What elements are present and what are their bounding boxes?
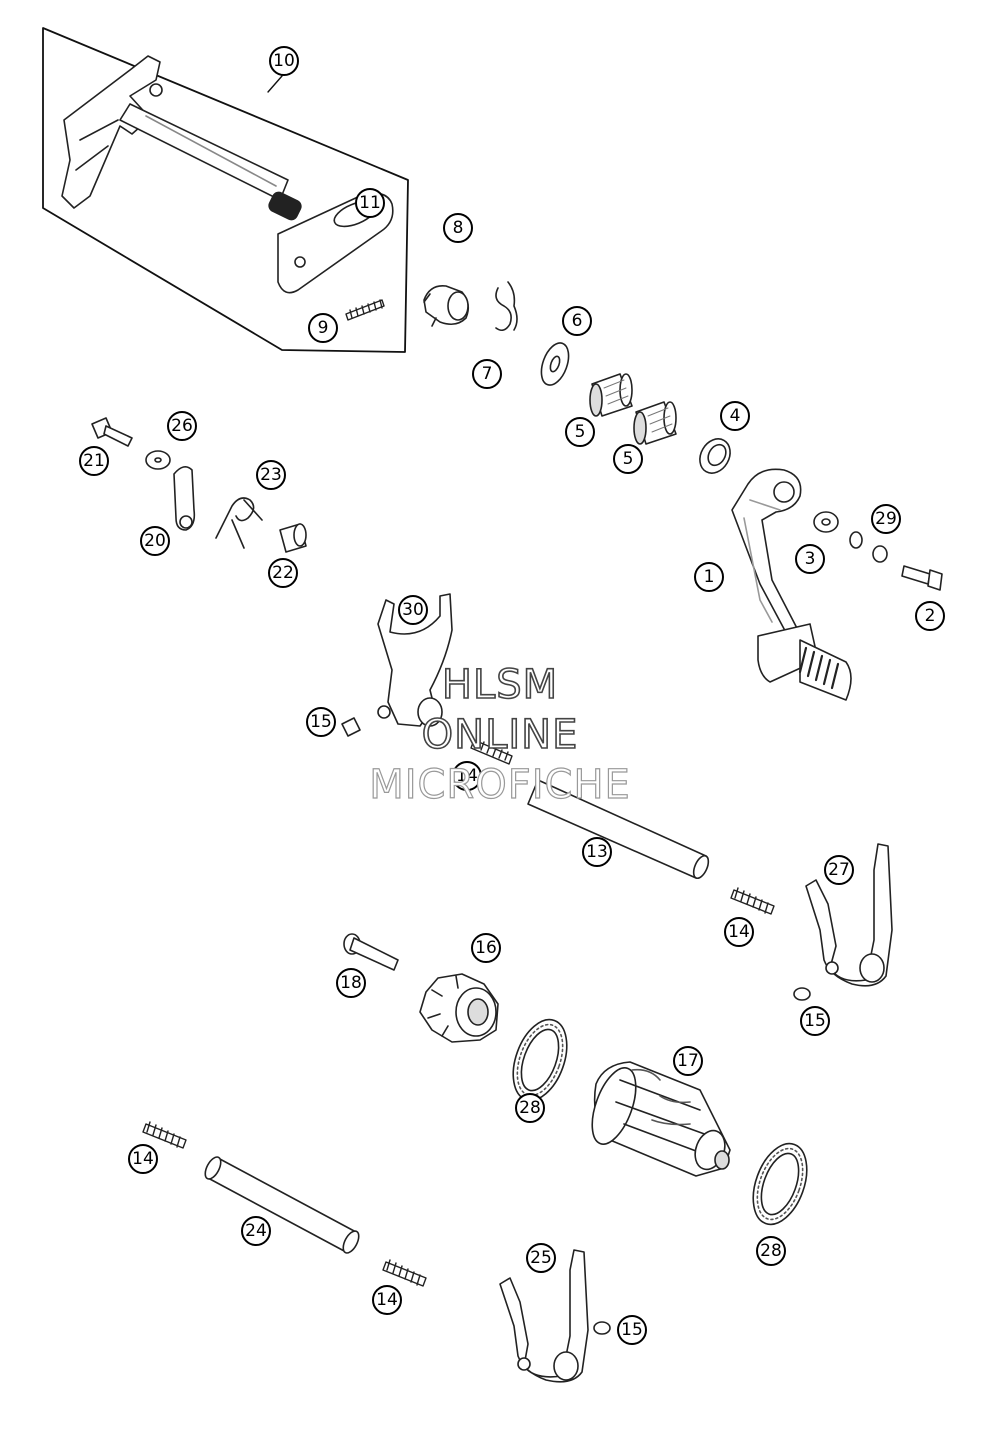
callout-17: 17 (673, 1046, 703, 1076)
callout-15b: 15 (800, 1006, 830, 1036)
callout-6: 6 (562, 306, 592, 336)
callout-2: 2 (915, 601, 945, 631)
shift-fork-27-part (805, 843, 893, 987)
callout-20: 20 (140, 526, 170, 556)
callout-28b: 28 (756, 1236, 786, 1266)
shift-shaft-part (61, 55, 302, 221)
seal-4-part (699, 438, 731, 474)
washer-29b-part (872, 545, 888, 563)
spring-14d-part (382, 1259, 427, 1287)
pin-15a-part (341, 717, 361, 737)
shift-drum-segment-16-part (419, 973, 499, 1043)
shift-drum-17-part (591, 1061, 731, 1177)
pin-15c-part (593, 1321, 611, 1335)
spring-14a-part (470, 739, 513, 765)
callout-14a: 14 (452, 761, 482, 791)
watermark-line-1: HLSM (441, 661, 559, 709)
part-8 (423, 284, 470, 327)
callout-8: 8 (443, 213, 473, 243)
callout-7: 7 (472, 359, 502, 389)
callout-26: 26 (167, 411, 197, 441)
callout-4: 4 (720, 401, 750, 431)
callout-30: 30 (398, 595, 428, 625)
washer-26-part (145, 450, 171, 470)
lever-20-part (173, 466, 196, 531)
spring-14b-part (730, 887, 775, 915)
shift-fork-25-part (499, 1249, 589, 1383)
washer-6-part (540, 342, 570, 386)
callout-28a: 28 (515, 1093, 545, 1123)
callout-25: 25 (526, 1243, 556, 1273)
callout-10: 10 (269, 46, 299, 76)
spring-23-part (215, 497, 263, 549)
callout-3: 3 (795, 544, 825, 574)
screw-2-part (901, 565, 943, 591)
callout-27: 27 (824, 855, 854, 885)
callout-14b: 14 (724, 917, 754, 947)
bearing-5b-part (633, 401, 677, 445)
watermark-line-2: ONLINE (421, 711, 579, 759)
callout-14d: 14 (372, 1285, 402, 1315)
pin-15b-part (793, 987, 811, 1001)
watermark-line-3: MICROFICHE (369, 761, 631, 808)
callout-29: 29 (871, 504, 901, 534)
callout-23: 23 (256, 460, 286, 490)
callout-13: 13 (582, 837, 612, 867)
callout-15a: 15 (306, 707, 336, 737)
callout-14c: 14 (128, 1144, 158, 1174)
screw-18-part (343, 933, 399, 971)
bearing-5a-part (589, 373, 633, 417)
callout-1: 1 (694, 562, 724, 592)
sleeve-22-part (279, 523, 307, 553)
callout-24: 24 (241, 1216, 271, 1246)
shift-lever-part (731, 468, 852, 701)
clip-7-part (495, 281, 518, 332)
leader-10 (267, 75, 283, 93)
shift-fork-30-part (377, 593, 453, 727)
bearing-28b-part (752, 1142, 808, 1226)
washer-3-part (813, 511, 839, 533)
callout-15c: 15 (617, 1315, 647, 1345)
screw-21-part (91, 417, 133, 447)
bearing-28a-part (512, 1018, 568, 1102)
callout-16: 16 (471, 933, 501, 963)
callout-11: 11 (355, 188, 385, 218)
callout-5a: 5 (565, 417, 595, 447)
spring-9-part (345, 299, 385, 321)
callout-21: 21 (79, 446, 109, 476)
spring-14c-part (142, 1121, 187, 1149)
callout-5b: 5 (613, 444, 643, 474)
callout-18: 18 (336, 968, 366, 998)
callout-22: 22 (268, 558, 298, 588)
washer-29a-part (849, 531, 863, 549)
shaft-13-part (527, 779, 710, 880)
kit-frame (42, 27, 409, 353)
callout-9: 9 (308, 313, 338, 343)
shaft-24-part (204, 1156, 360, 1254)
